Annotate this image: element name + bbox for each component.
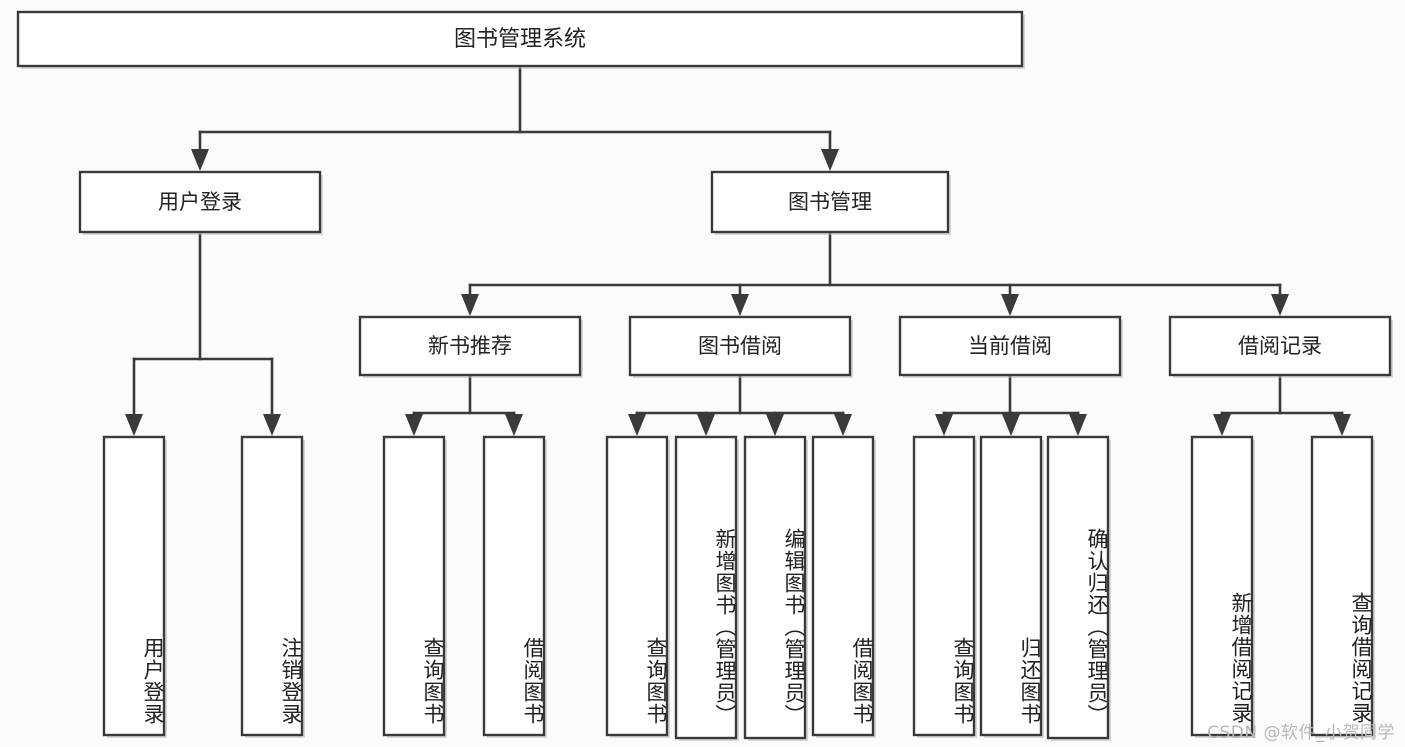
node-box-leaf-add-book[interactable] <box>674 435 738 740</box>
arrow-head-icon <box>1271 294 1289 316</box>
arrow-head-icon <box>1001 294 1019 316</box>
node-box-new-book-rec[interactable] <box>358 315 582 377</box>
node-label-user-login: 用户登录 <box>158 190 242 214</box>
node-box-leaf-query-book-3[interactable] <box>912 435 976 737</box>
arrow-head-icon <box>1213 414 1231 436</box>
node-label-current-borrow: 当前借阅 <box>968 334 1052 358</box>
connector-layer <box>125 64 1351 436</box>
arrow-head-icon <box>263 414 281 436</box>
node-box-leaf-add-record[interactable] <box>1190 435 1254 737</box>
node-box-book-borrow[interactable] <box>628 315 852 377</box>
node-box-leaf-user-login[interactable] <box>102 435 166 737</box>
arrow-head-icon <box>1333 414 1351 436</box>
watermark-text: CSDN @软件_小贺同学 <box>1207 723 1395 743</box>
node-box-leaf-query-book-2[interactable] <box>605 435 669 737</box>
node-box-leaf-query-book-1[interactable] <box>382 435 446 737</box>
node-box-root[interactable] <box>16 10 1024 68</box>
node-box-leaf-edit-book[interactable] <box>743 435 807 740</box>
arrow-head-icon <box>1002 414 1020 436</box>
node-label-book-borrow: 图书借阅 <box>698 334 782 358</box>
node-box-leaf-logout[interactable] <box>240 435 304 737</box>
node-box-leaf-borrow-book-1[interactable] <box>482 435 546 737</box>
arrow-head-icon <box>935 414 953 436</box>
node-box-leaf-confirm-return[interactable] <box>1046 435 1110 740</box>
arrow-head-icon <box>505 414 523 436</box>
node-box-borrow-record[interactable] <box>1168 315 1392 377</box>
arrow-head-icon <box>405 414 423 436</box>
node-box-leaf-query-record[interactable] <box>1310 435 1374 737</box>
arrow-head-icon <box>731 294 749 316</box>
arrow-head-icon <box>628 414 646 436</box>
node-label-borrow-record: 借阅记录 <box>1238 334 1322 358</box>
node-box-user-login[interactable] <box>78 170 322 234</box>
arrow-head-icon <box>191 149 209 171</box>
arrow-head-icon <box>766 414 784 436</box>
node-label-book-manage: 图书管理 <box>788 190 872 214</box>
node-box-book-manage[interactable] <box>710 170 950 234</box>
node-box-current-borrow[interactable] <box>898 315 1122 377</box>
arrow-head-icon <box>697 414 715 436</box>
arrow-head-icon <box>461 294 479 316</box>
node-label-root: 图书管理系统 <box>454 27 586 52</box>
node-label-new-book-rec: 新书推荐 <box>428 334 512 358</box>
arrow-head-icon <box>1069 414 1087 436</box>
arrow-head-icon <box>125 414 143 436</box>
node-box-leaf-borrow-book-2[interactable] <box>811 435 875 737</box>
arrow-head-icon <box>834 414 852 436</box>
arrow-head-icon <box>821 149 839 171</box>
node-box-layer <box>16 10 1393 741</box>
node-box-leaf-return-book[interactable] <box>979 435 1043 737</box>
